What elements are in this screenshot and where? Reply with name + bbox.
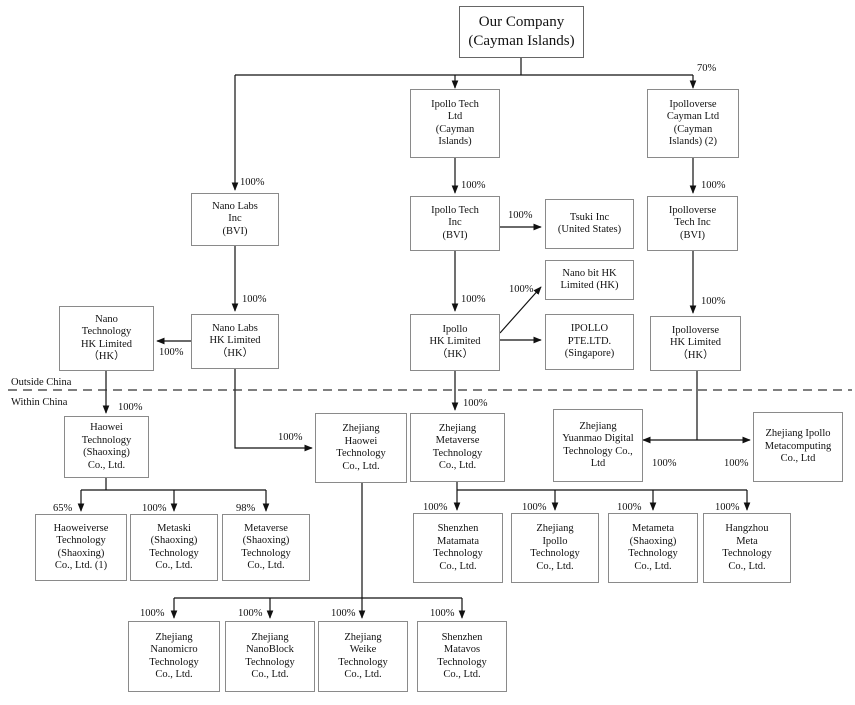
link-to-zhejiang-haowei xyxy=(234,369,313,452)
pct-hangzhou-meta: 100% xyxy=(715,502,740,513)
label-within-china: Within China xyxy=(11,397,68,408)
pct-nano-tech-hk: 100% xyxy=(159,347,184,358)
entity-ipolloverse-bvi: Ipolloverse Tech Inc (BVI) xyxy=(647,196,738,251)
entity-zhejiang-ipollo: Zhejiang Ipollo Technology Co., Ltd. xyxy=(511,513,599,583)
label-outside-china: Outside China xyxy=(11,377,72,388)
pct-haowei-shaoxing: 100% xyxy=(118,402,143,413)
entity-nano-tech-hk: Nano Technology HK Limited （HK） xyxy=(59,306,154,371)
entity-zhejiang-weike: Zhejiang Weike Technology Co., Ltd. xyxy=(318,621,408,692)
pct-zhejiang-metaverse: 100% xyxy=(463,398,488,409)
pct-ipolloverse-hk: 100% xyxy=(701,296,726,307)
pct-matavos: 100% xyxy=(430,608,455,619)
pct-shenzhen-matamata: 100% xyxy=(423,502,448,513)
pct-zhejiang-ipollo: 100% xyxy=(522,502,547,513)
pct-ipolloverse-bvi: 100% xyxy=(701,180,726,191)
entity-nano-labs-bvi: Nano Labs Inc (BVI) xyxy=(191,193,279,246)
pct-metaski: 100% xyxy=(142,503,167,514)
entity-parent-company: Our Company (Cayman Islands) xyxy=(459,6,584,58)
entity-zhejiang-haowei: Zhejiang Haowei Technology Co., Ltd. xyxy=(315,413,407,483)
entity-shenzhen-matamata: Shenzhen Matamata Technology Co., Ltd. xyxy=(413,513,503,583)
pct-weike: 100% xyxy=(331,608,356,619)
pct-yuanmao: 100% xyxy=(652,458,677,469)
entity-zhejiang-nanoblock: Zhejiang NanoBlock Technology Co., Ltd. xyxy=(225,621,315,692)
entity-yuanmao-digital: Zhejiang Yuanmao Digital Technology Co.,… xyxy=(553,409,643,482)
entity-ipollo-tech-bvi: Ipollo Tech Inc (BVI) xyxy=(410,196,500,251)
pct-nano-labs-bvi: 100% xyxy=(240,177,265,188)
entity-metaverse-shaoxing: Metaverse (Shaoxing) Technology Co., Ltd… xyxy=(222,514,310,581)
entity-ipolloverse-hk: Ipolloverse HK Limited （HK） xyxy=(650,316,741,371)
entity-hangzhou-meta: Hangzhou Meta Technology Co., Ltd. xyxy=(703,513,791,583)
entity-ipollo-metacomputing: Zhejiang Ipollo Metacomputing Co., Ltd xyxy=(753,412,843,482)
entity-zhejiang-nanomicro: Zhejiang Nanomicro Technology Co., Ltd. xyxy=(128,621,220,692)
entity-nano-labs-hk: Nano Labs HK Limited （HK） xyxy=(191,314,279,369)
entity-ipollo-hk: Ipollo HK Limited （HK） xyxy=(410,314,500,371)
pct-ipollo-metacomputing: 100% xyxy=(724,458,749,469)
entity-zhejiang-metaverse: Zhejiang Metaverse Technology Co., Ltd. xyxy=(410,413,505,482)
pct-nanomicro: 100% xyxy=(140,608,165,619)
entity-shenzhen-matavos: Shenzhen Matavos Technology Co., Ltd. xyxy=(417,621,507,692)
pct-nanoblock: 100% xyxy=(238,608,263,619)
pct-ipollo-hk: 100% xyxy=(461,294,486,305)
pct-metameta: 100% xyxy=(617,502,642,513)
pct-tsuki: 100% xyxy=(508,210,533,221)
entity-ipollo-singapore: IPOLLO PTE.LTD. (Singapore) xyxy=(545,314,634,370)
entity-ipollo-tech-cayman: Ipollo Tech Ltd (Cayman Islands) xyxy=(410,89,500,158)
entity-metaski: Metaski (Shaoxing) Technology Co., Ltd. xyxy=(130,514,218,581)
pct-ipolloverse-cayman: 70% xyxy=(697,63,717,74)
link-to-nanobit xyxy=(499,286,542,334)
pct-ipollo-tech-bvi: 100% xyxy=(461,180,486,191)
entity-haoweiverse: Haoweiverse Technology (Shaoxing) Co., L… xyxy=(35,514,127,581)
entity-metameta: Metameta (Shaoxing) Technology Co., Ltd. xyxy=(608,513,698,583)
entity-haowei-shaoxing: Haowei Technology (Shaoxing) Co., Ltd. xyxy=(64,416,149,478)
entity-tsuki: Tsuki Inc (United States) xyxy=(545,199,634,249)
pct-zhejiang-haowei: 100% xyxy=(278,432,303,443)
pct-metaverse-shaoxing: 98% xyxy=(236,503,256,514)
pct-nanobit-hk: 100% xyxy=(509,284,534,295)
pct-nano-labs-hk: 100% xyxy=(242,294,267,305)
entity-ipolloverse-cayman: Ipolloverse Cayman Ltd (Cayman Islands) … xyxy=(647,89,739,158)
pct-haoweiverse: 65% xyxy=(53,503,73,514)
entity-nanobit-hk: Nano bit HK Limited (HK) xyxy=(545,260,634,300)
